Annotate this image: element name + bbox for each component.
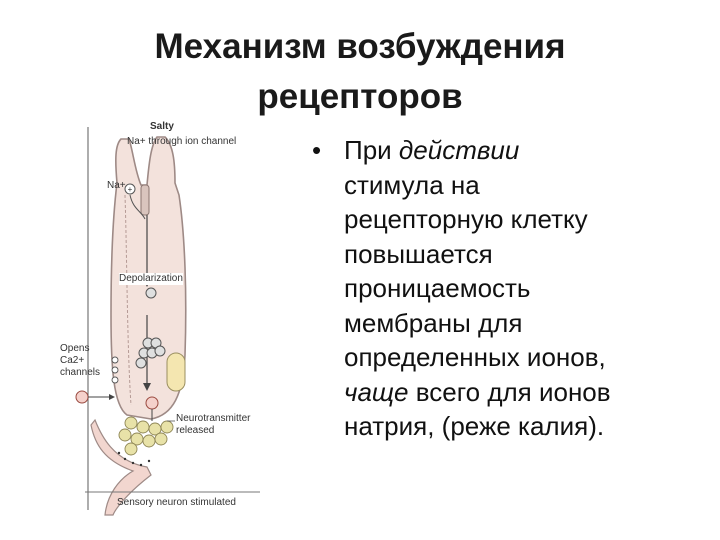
label-neurotransmitter: Neurotransmitter — [176, 413, 251, 424]
bullet-marker: • — [312, 135, 322, 165]
na-ion — [124, 183, 136, 195]
label-opens: Opens — [60, 343, 90, 354]
ion-channel — [140, 184, 150, 216]
slide-title: Механизм возбуждения рецепторов — [60, 22, 660, 122]
label-ca: Ca2+ — [60, 355, 85, 366]
bullet-line: определенных ионов, — [344, 342, 606, 372]
svg-text:+: + — [128, 185, 133, 194]
bullet-line: проницаемость — [344, 273, 531, 303]
bullet-line: рецепторную клетку — [344, 204, 588, 234]
ca-ion-inside — [145, 396, 159, 410]
label-salty: Salty — [150, 121, 174, 132]
inner-membrane — [124, 194, 132, 406]
bullet-line: чаще всего для ионов — [344, 376, 611, 407]
sensory-neuron — [90, 418, 152, 516]
title-line-1: Механизм возбуждения — [154, 27, 566, 66]
label-sensory-neuron: Sensory neuron stimulated — [117, 497, 236, 508]
receptor-cell-diagram: + — [55, 115, 270, 520]
ca-channel-markers — [111, 356, 119, 384]
synapse-dots — [117, 451, 151, 467]
bullet-line: натрия, (реже калия). — [344, 411, 605, 441]
bullet-line: стимула на — [344, 169, 480, 200]
positive-charges — [135, 287, 166, 369]
label-na-ion: Na+ — [107, 180, 126, 191]
label-na-channel: Na+ through ion channel — [127, 136, 237, 147]
bullet-text: При действии стимула на рецепторную клет… — [344, 133, 714, 444]
nucleus — [166, 352, 186, 392]
title-line-2: рецепторов — [257, 77, 463, 116]
bullet-line: При действии — [344, 135, 520, 165]
bullet-line: мембраны для — [344, 307, 523, 338]
neurotransmitter-vesicles — [118, 416, 174, 456]
label-channels: channels — [60, 367, 101, 378]
receptor-cell-illustration: + — [75, 127, 260, 516]
ca-ion-outside — [75, 390, 89, 404]
label-released: released — [176, 425, 215, 436]
bullet-line: повышается — [344, 238, 493, 269]
label-depolarization: Depolarization — [119, 273, 183, 285]
